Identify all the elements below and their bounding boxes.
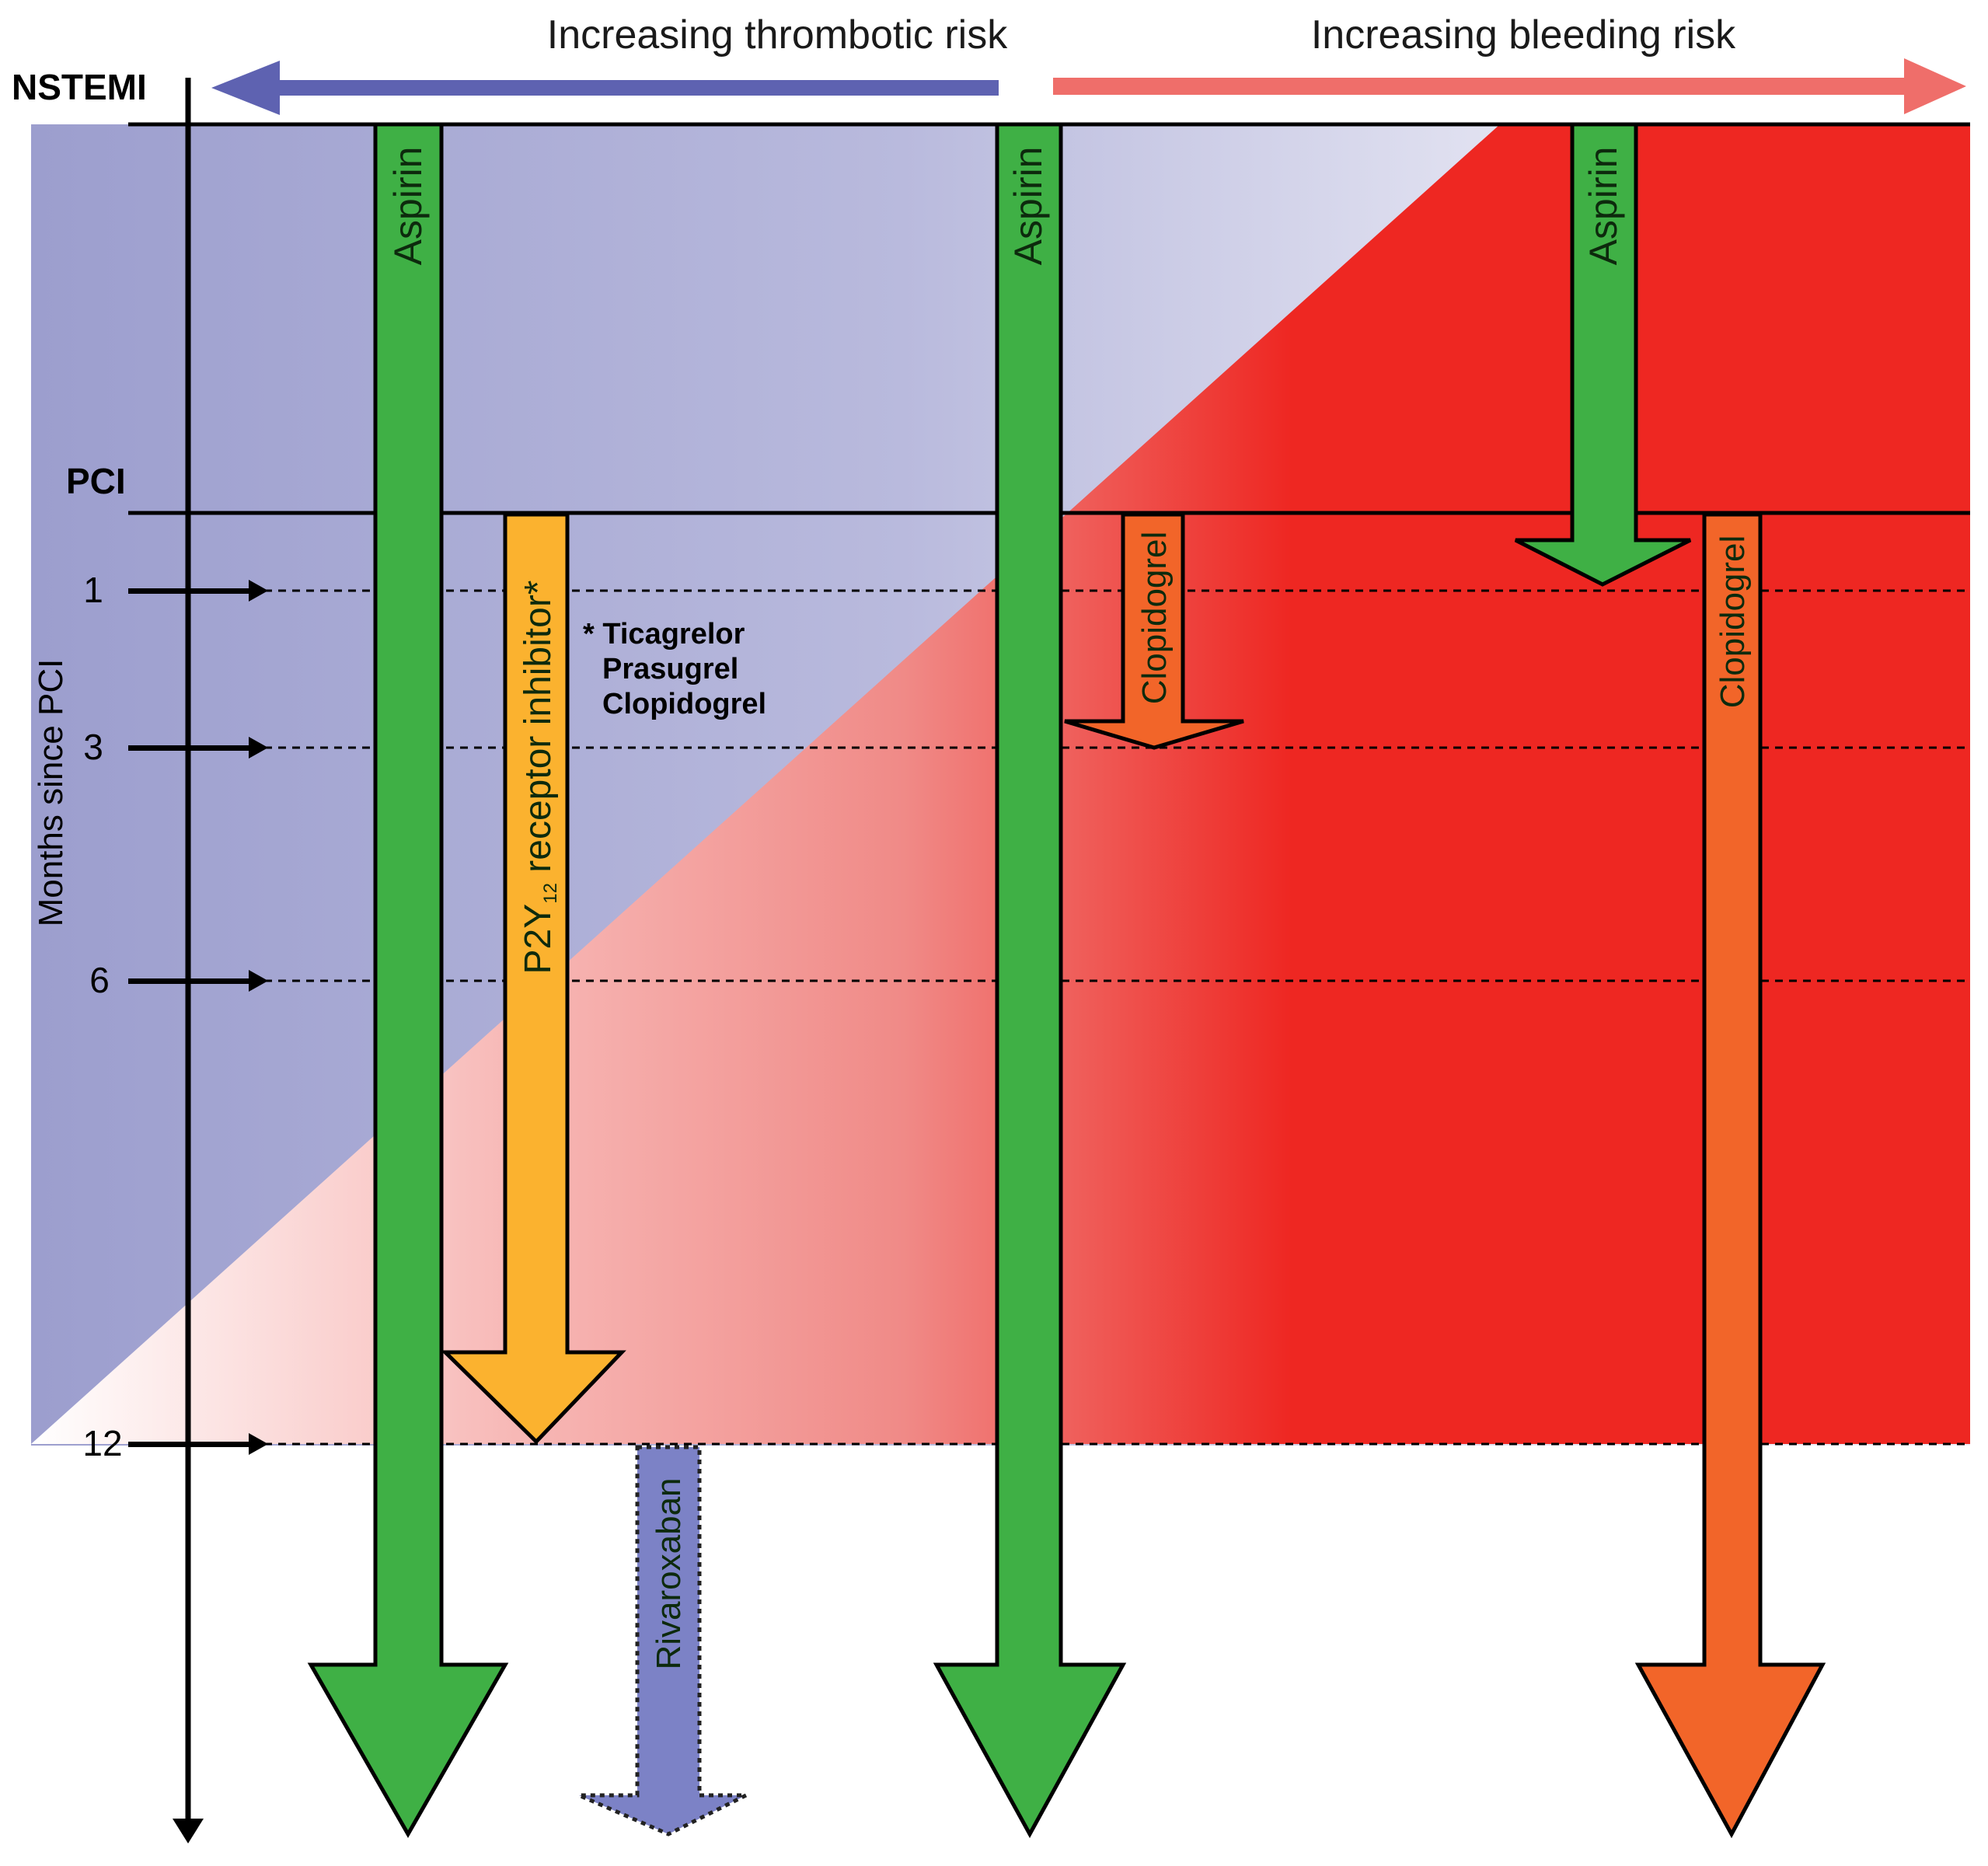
tick-arrows — [128, 580, 268, 1455]
footnote-line-2: Prasugrel — [602, 653, 738, 685]
pci-label: PCI — [66, 461, 126, 501]
time-axis — [173, 78, 204, 1843]
tick-arrow-3 — [128, 737, 268, 759]
thrombotic-risk-arrow — [211, 61, 999, 115]
rivaroxaban-arrow — [578, 1445, 748, 1836]
tick-arrow-6 — [128, 970, 268, 992]
p2y12-inhibitor-arrow — [440, 512, 626, 1445]
clopidogrel-long-arrow — [1634, 512, 1826, 1839]
aspirin-arrow-1 — [307, 122, 509, 1839]
aspirin-label-1: Aspirin — [386, 147, 430, 266]
aspirin-label-3: Aspirin — [1582, 147, 1625, 266]
axis-title: Months since PCI — [32, 659, 70, 927]
p2y12-inhibitor-label: P2Y12 receptor inhibitor* — [518, 581, 561, 975]
bleeding-risk-arrow — [1053, 58, 1966, 114]
aspirin-arrow-3 — [1514, 122, 1692, 587]
nstemi-label: NSTEMI — [12, 67, 147, 107]
tick-arrow-1 — [128, 580, 268, 602]
aspirin-label-2: Aspirin — [1006, 147, 1050, 266]
clopidogrel-short-arrow — [1064, 512, 1244, 750]
tick-label-6: 6 — [89, 960, 110, 1000]
thrombotic-risk-label: Increasing thrombotic risk — [547, 12, 1008, 58]
tick-arrow-12 — [128, 1433, 268, 1455]
footnote-line-1: * Ticagrelor — [583, 618, 745, 650]
clopidogrel-long-label: Clopidogrel — [1714, 535, 1752, 709]
tick-label-12: 12 — [82, 1423, 122, 1463]
clopidogrel-short-label: Clopidogrel — [1135, 532, 1174, 705]
aspirin-arrow-2 — [933, 122, 1127, 1839]
p2y12-prefix: P2Y — [518, 904, 559, 975]
rivaroxaban-label: Rivaroxaban — [650, 1477, 688, 1669]
p2y12-subscript: 12 — [540, 883, 561, 904]
bleeding-risk-label: Increasing bleeding risk — [1311, 12, 1736, 58]
footnote-line-3: Clopidogrel — [602, 688, 766, 720]
tick-label-3: 3 — [83, 727, 103, 767]
p2y12-suffix: receptor inhibitor* — [518, 581, 559, 884]
tick-label-1: 1 — [83, 570, 103, 610]
